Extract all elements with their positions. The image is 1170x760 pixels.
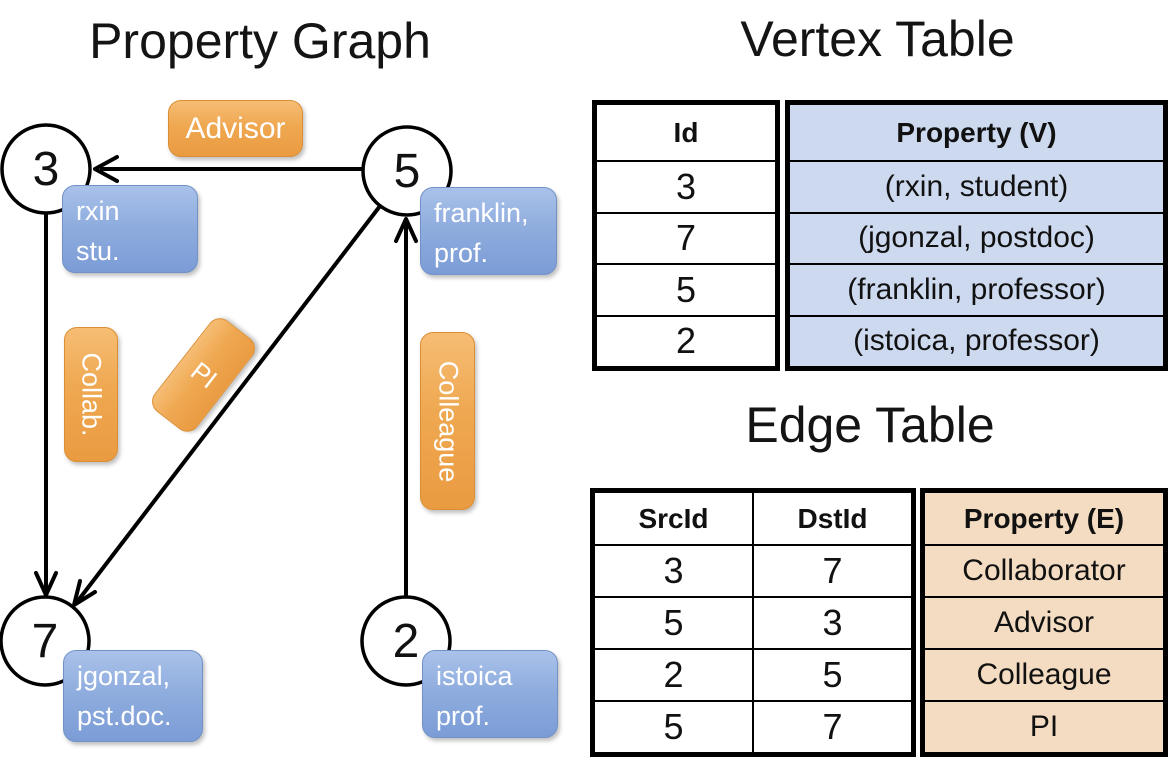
vertex-table-header-row: Id	[595, 103, 777, 162]
edge-table-header-row: Property (E)	[923, 491, 1165, 546]
table-row: (franklin, professor)	[788, 263, 1165, 317]
edge-label-collab: Collab.	[64, 327, 118, 462]
table-row: 2	[595, 314, 777, 368]
arrowhead-advisor	[93, 155, 119, 183]
arrowhead-colleague	[394, 217, 418, 243]
vertex-property-line: istoica	[436, 661, 513, 691]
edge-label-advisor: Advisor	[168, 100, 303, 157]
table-row: Collaborator	[923, 544, 1165, 598]
edge-dstid-cell: 5	[752, 648, 913, 702]
vertex-id-cell: 2	[595, 314, 777, 368]
vertex-property-line: jgonzal,	[77, 661, 171, 691]
vertex-id-3: 3	[32, 142, 60, 196]
vertex-property-line: prof.	[434, 238, 489, 268]
edge-property-cell: Collaborator	[923, 544, 1165, 598]
edge-table-header-dstid: DstId	[752, 491, 913, 546]
vertex-property-cell: (franklin, professor)	[788, 263, 1165, 317]
edge-table-header-row: SrcId DstId	[593, 491, 913, 546]
edge-dstid-cell: 7	[752, 700, 913, 754]
vertex-table-header-id: Id	[595, 103, 777, 162]
vertex-property-box-istoica: istoica prof.	[422, 650, 558, 738]
edge-property-cell: Colleague	[923, 648, 1165, 702]
property-graph-title: Property Graph	[89, 13, 431, 69]
vertex-id-5: 5	[393, 144, 421, 198]
edge-srcid-cell: 2	[593, 648, 754, 702]
edge-property-cell: Advisor	[923, 596, 1165, 650]
table-row: Colleague	[923, 648, 1165, 702]
vertex-property-box-franklin: franklin, prof.	[420, 187, 557, 275]
edge-dstid-cell: 3	[752, 596, 913, 650]
vertex-property-cell: (jgonzal, postdoc)	[788, 211, 1165, 265]
vertex-id-cell: 5	[595, 263, 777, 317]
arrowhead-collab	[34, 571, 58, 597]
edge-label-colleague-text: Colleague	[433, 360, 463, 482]
vertex-id-2: 2	[392, 614, 420, 668]
edge-label-pi-text: PI	[184, 355, 223, 394]
table-row: PI	[923, 700, 1165, 754]
vertex-id-7: 7	[31, 614, 59, 668]
table-row: Advisor	[923, 596, 1165, 650]
edge-line-pi	[75, 204, 382, 604]
vertex-property-line: rxin	[76, 196, 120, 226]
vertex-property-box-rxin: rxin stu.	[62, 185, 198, 273]
vertex-property-cell: (istoica, professor)	[788, 314, 1165, 368]
vertex-property-line: pst.doc.	[77, 701, 172, 731]
table-row: 3	[595, 160, 777, 214]
vertex-id-cell: 7	[595, 211, 777, 265]
edge-label-collab-text: Collab.	[76, 352, 107, 437]
arrowhead-pi	[72, 579, 97, 607]
table-row: 3 7	[593, 544, 913, 598]
table-row: 7	[595, 211, 777, 265]
edge-srcid-cell: 5	[593, 700, 754, 754]
vertex-property-line: prof.	[436, 701, 491, 731]
vertex-table-property-column: Property (V) (rxin, student) (jgonzal, p…	[785, 100, 1168, 371]
table-row: 2 5	[593, 648, 913, 702]
edge-table-id-columns: SrcId DstId 3 7 5 3 2 5 5 7	[590, 488, 916, 757]
table-row: 5 7	[593, 700, 913, 754]
edge-label-advisor-text: Advisor	[185, 111, 286, 145]
vertex-property-line: stu.	[76, 236, 120, 266]
edge-table-header-srcid: SrcId	[593, 491, 754, 546]
edge-dstid-cell: 7	[752, 544, 913, 598]
edge-table-header-property: Property (E)	[923, 491, 1165, 546]
vertex-id-cell: 3	[595, 160, 777, 214]
vertex-table-header-row: Property (V)	[788, 103, 1165, 162]
table-row: (rxin, student)	[788, 160, 1165, 214]
edge-srcid-cell: 5	[593, 596, 754, 650]
table-row: 5 3	[593, 596, 913, 650]
vertex-property-line: franklin,	[434, 198, 529, 228]
table-row: (istoica, professor)	[788, 314, 1165, 368]
edge-label-colleague: Colleague	[420, 332, 475, 510]
vertex-table-header-property: Property (V)	[788, 103, 1165, 162]
edge-table-title: Edge Table	[745, 397, 995, 453]
table-row: 5	[595, 263, 777, 317]
vertex-table-title: Vertex Table	[740, 11, 1015, 67]
vertex-table-id-column: Id 3 7 5 2	[592, 100, 780, 371]
edge-table-property-column: Property (E) Collaborator Advisor Collea…	[920, 488, 1168, 757]
vertex-property-box-jgonzal: jgonzal, pst.doc.	[63, 650, 203, 742]
edge-property-cell: PI	[923, 700, 1165, 754]
edge-srcid-cell: 3	[593, 544, 754, 598]
vertex-property-cell: (rxin, student)	[788, 160, 1165, 214]
table-row: (jgonzal, postdoc)	[788, 211, 1165, 265]
